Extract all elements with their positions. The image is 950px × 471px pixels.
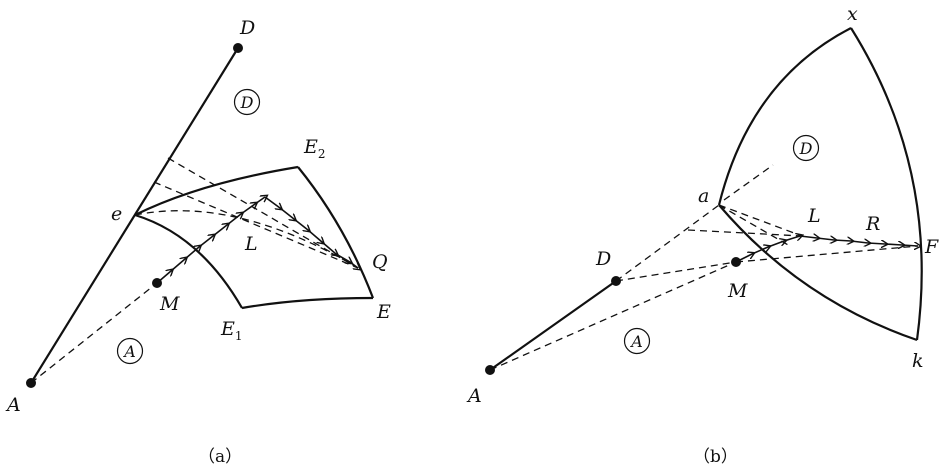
line-a-d bbox=[30, 47, 239, 384]
surface-left-edge bbox=[134, 213, 243, 309]
circled-d-ring bbox=[233, 88, 261, 116]
dash-e-to-q bbox=[134, 210, 359, 269]
point-a bbox=[26, 378, 36, 388]
circled-d-label-b: D bbox=[799, 139, 813, 158]
line-a-d-b bbox=[489, 280, 617, 371]
arrow-m-to-l-b bbox=[735, 236, 800, 263]
label-l: L bbox=[244, 233, 258, 255]
region-left-edge bbox=[717, 27, 852, 206]
label-q: Q bbox=[372, 251, 388, 273]
panel-a: D e A M L Q E E2 E1 D A （a） bbox=[5, 17, 391, 467]
label-m: M bbox=[159, 293, 180, 315]
label-e1: E1 bbox=[220, 318, 243, 343]
circled-a-label: A bbox=[122, 342, 136, 361]
panel-b: x a D A M L R F k D A （b） bbox=[466, 3, 939, 467]
point-m-b bbox=[731, 257, 741, 267]
region-right-edge bbox=[850, 27, 923, 341]
circled-d-ring-b bbox=[792, 134, 820, 162]
circled-a-ring-b bbox=[623, 327, 651, 355]
point-a-b bbox=[485, 365, 495, 375]
arrow-m-to-l bbox=[156, 197, 265, 284]
point-d bbox=[233, 43, 243, 53]
label-k: k bbox=[912, 350, 924, 372]
label-l-b: L bbox=[807, 205, 821, 227]
label-d: D bbox=[239, 17, 255, 39]
point-d-b bbox=[611, 276, 621, 286]
point-m bbox=[152, 278, 162, 288]
arrow-l-to-f bbox=[799, 236, 918, 246]
label-e2: E2 bbox=[303, 136, 326, 161]
dash-d-to-a bbox=[615, 204, 720, 282]
label-r: R bbox=[865, 213, 880, 235]
caption-a: （a） bbox=[198, 447, 242, 467]
label-f: F bbox=[924, 236, 939, 258]
circled-d-label: D bbox=[240, 93, 254, 112]
label-x: x bbox=[847, 3, 858, 25]
surface-bottom-edge bbox=[241, 296, 374, 310]
surface-right-edge bbox=[297, 166, 375, 299]
circled-a-ring bbox=[116, 337, 144, 365]
dash-a-to-curve bbox=[718, 204, 791, 247]
circled-a-label-b: A bbox=[629, 332, 643, 351]
dash-m-to-f bbox=[735, 245, 919, 263]
region-bottom-edge bbox=[718, 204, 918, 342]
arrow-l-to-q bbox=[264, 196, 358, 268]
dash-a-to-d bbox=[489, 261, 737, 371]
dash-a-up bbox=[723, 164, 774, 201]
label-m-b: M bbox=[727, 280, 748, 302]
dash-a-to-m bbox=[30, 282, 158, 384]
dash-d-to-m bbox=[615, 261, 737, 282]
label-d-b: D bbox=[595, 248, 611, 270]
label-e: e bbox=[111, 203, 122, 225]
surface-top-edge bbox=[134, 165, 299, 216]
label-e-corner: E bbox=[376, 301, 391, 323]
label-a: A bbox=[5, 394, 21, 416]
label-a-small: a bbox=[698, 185, 709, 207]
dash-a-to-l bbox=[718, 204, 803, 237]
caption-b: （b） bbox=[693, 447, 738, 467]
label-a-b: A bbox=[466, 385, 482, 407]
